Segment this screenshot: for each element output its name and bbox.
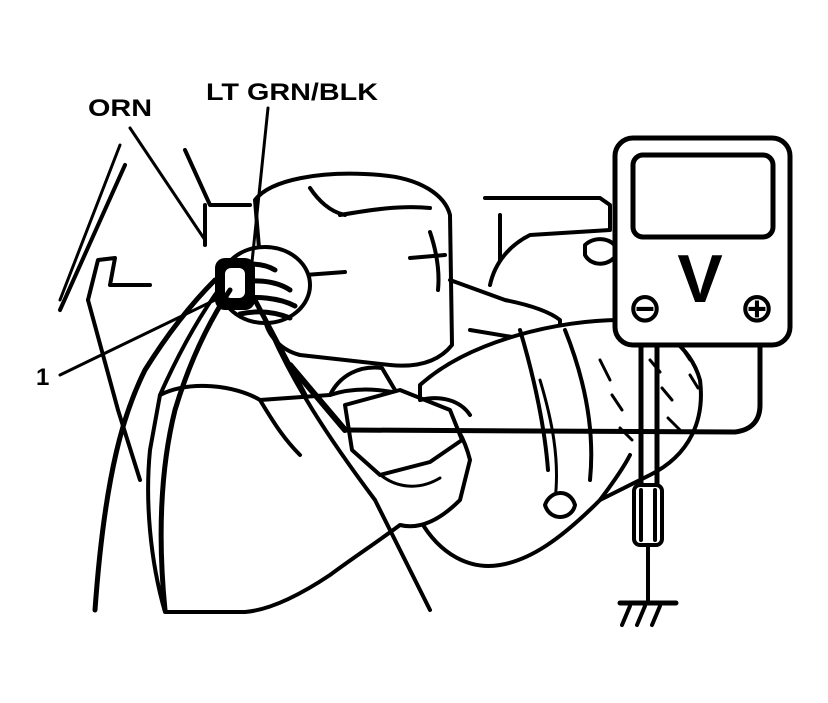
callout-lt-grn-blk: LT GRN/BLK bbox=[206, 79, 379, 106]
callout-leaders bbox=[58, 106, 270, 377]
connector bbox=[215, 245, 312, 325]
callout-item-1: 1 bbox=[36, 364, 49, 391]
positive-terminal-icon: ⊕ bbox=[739, 284, 774, 331]
negative-terminal-icon: ⊖ bbox=[627, 284, 662, 331]
ground-icon bbox=[617, 600, 679, 627]
callout-orn: ORN bbox=[88, 95, 152, 122]
meter-unit-symbol: V bbox=[677, 241, 722, 317]
wire-harness bbox=[92, 277, 233, 613]
positive-test-lead bbox=[342, 342, 763, 435]
voltmeter bbox=[612, 135, 793, 348]
ground-lead bbox=[632, 342, 664, 602]
test-probe bbox=[252, 297, 432, 612]
meter-display bbox=[630, 152, 776, 240]
technician-hand bbox=[146, 365, 472, 614]
mounting-bracket bbox=[58, 148, 252, 482]
throttle-body bbox=[253, 171, 620, 368]
